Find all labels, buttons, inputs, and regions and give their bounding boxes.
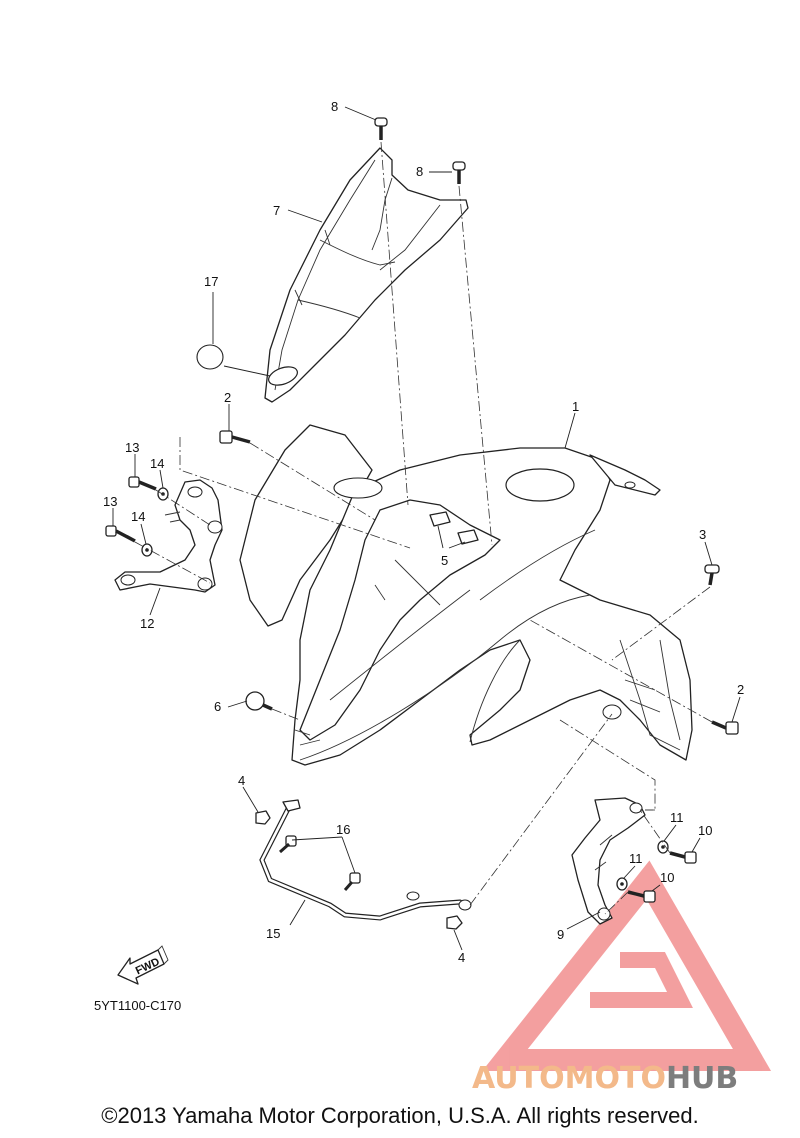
washer-11a-icon <box>657 840 669 854</box>
callout-13b: 13 <box>103 494 117 509</box>
leader-lines <box>112 106 741 951</box>
callout-15: 15 <box>266 926 280 941</box>
bolt-10b-icon <box>627 890 656 903</box>
diagram-ref-code: 5YT1100-C170 <box>94 998 181 1013</box>
callouts: 8 8 7 17 2 1 13 14 13 14 5 3 12 6 2 4 16… <box>103 99 744 965</box>
callout-9: 9 <box>557 927 564 942</box>
callout-10b: 10 <box>660 870 674 885</box>
callout-16: 16 <box>336 822 350 837</box>
part-12-bracket <box>114 479 223 593</box>
bolt-13b-icon <box>105 525 136 543</box>
copyright-notice: ©2013 Yamaha Motor Corporation, U.S.A. A… <box>101 1103 699 1128</box>
callout-4a: 4 <box>238 773 245 788</box>
part-9-side-bracket <box>571 797 646 925</box>
callout-12: 12 <box>140 616 154 631</box>
grommet-6-icon <box>245 691 273 711</box>
part-5-clips <box>429 511 479 545</box>
nut-4a-icon <box>255 810 271 825</box>
fasteners <box>105 117 739 930</box>
watermark-part2: HUB <box>666 1061 738 1096</box>
callout-17: 17 <box>204 274 218 289</box>
callout-3: 3 <box>699 527 706 542</box>
callout-7: 7 <box>273 203 280 218</box>
fwd-label: FWD <box>134 956 162 977</box>
watermark-part1: AUTOMOTO <box>472 1061 666 1096</box>
bolt-8a-icon <box>374 117 388 140</box>
watermark-logo <box>482 860 772 1071</box>
washer-11b-icon <box>616 877 628 891</box>
washer-14b-icon <box>141 543 153 557</box>
bolt-3-icon <box>704 564 720 586</box>
callout-6: 6 <box>214 699 221 714</box>
bolt-13a-icon <box>128 476 157 491</box>
callout-8b: 8 <box>416 164 423 179</box>
callout-2b: 2 <box>737 682 744 697</box>
callout-4b: 4 <box>458 950 465 965</box>
callout-8a: 8 <box>331 99 338 114</box>
callout-11a: 11 <box>670 810 684 825</box>
watermark-text: AUTOMOTOHUB <box>472 1061 738 1096</box>
bolt-16a-icon <box>279 835 297 854</box>
bolt-8b-icon <box>452 161 466 184</box>
callout-13a: 13 <box>125 440 139 455</box>
part-1-front-fender <box>239 424 693 766</box>
callout-10a: 10 <box>698 823 712 838</box>
assembly-guide-lines <box>134 141 713 915</box>
part-15-stay-rod <box>259 799 472 921</box>
bolt-2b-icon <box>711 720 739 735</box>
nut-4b-icon <box>446 915 463 930</box>
bolt-2a-icon <box>219 430 251 444</box>
part-17-sticker <box>196 344 224 370</box>
bolt-10a-icon <box>669 851 697 864</box>
callout-14b: 14 <box>131 509 145 524</box>
fwd-arrow: FWD <box>117 945 169 985</box>
callout-1: 1 <box>572 399 579 414</box>
bolt-16b-icon <box>343 872 361 891</box>
part-7-upper-panel <box>264 147 469 403</box>
callout-11b: 11 <box>629 851 643 866</box>
callout-5: 5 <box>441 553 448 568</box>
callout-2a: 2 <box>224 390 231 405</box>
washer-14a-icon <box>157 487 169 501</box>
callout-14a: 14 <box>150 456 164 471</box>
